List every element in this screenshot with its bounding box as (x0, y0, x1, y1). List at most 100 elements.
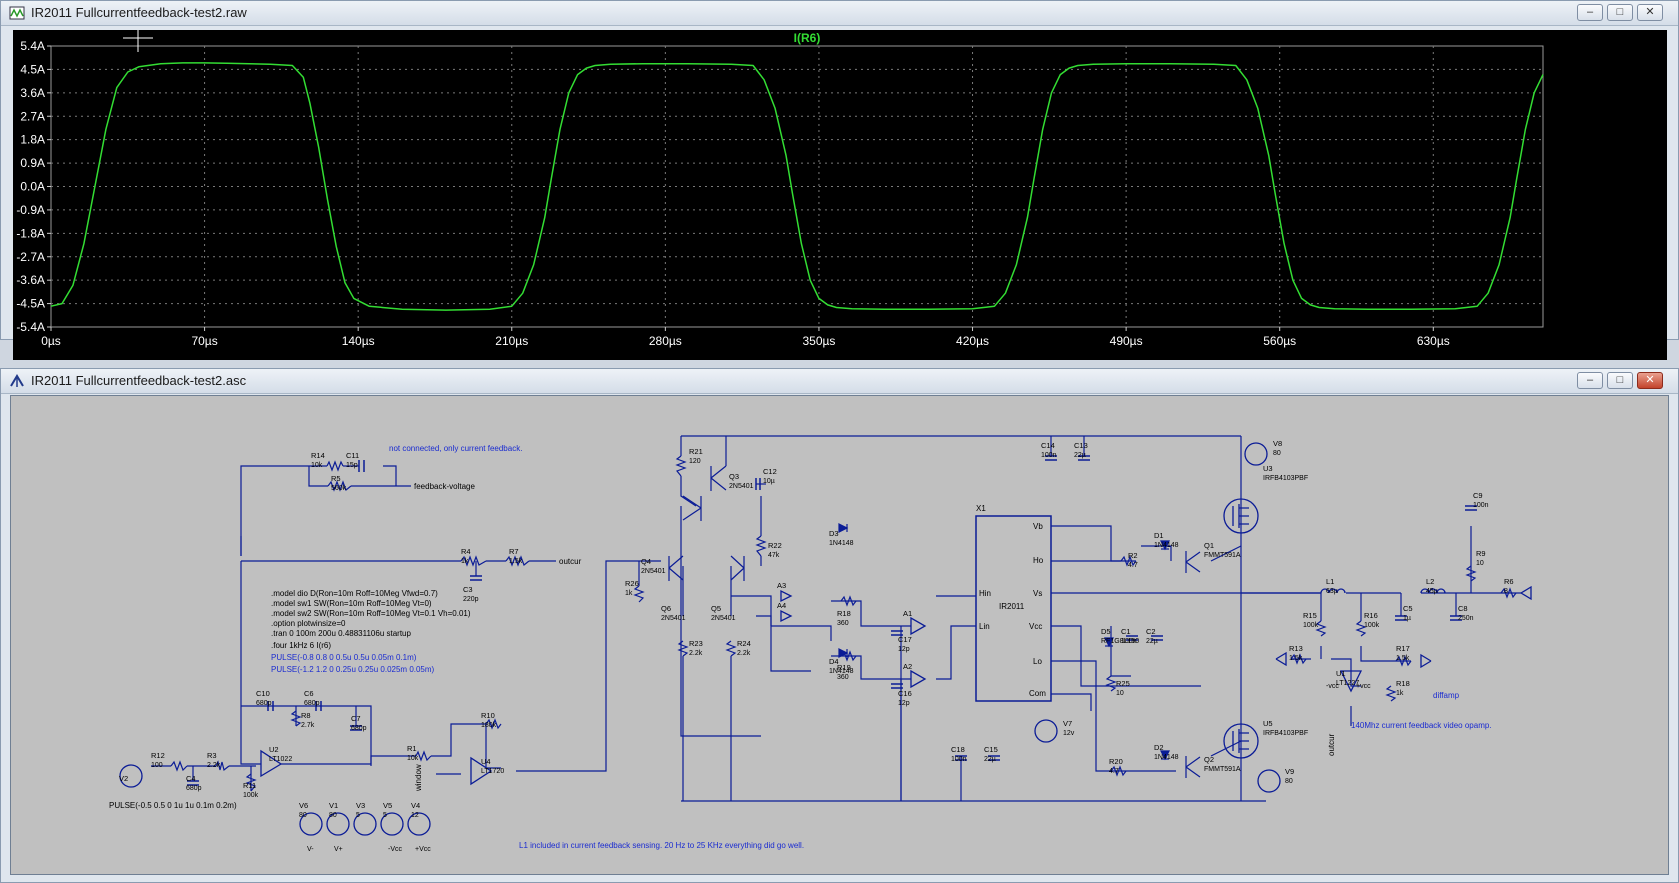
component-ref-c18[interactable]: C18 (951, 745, 965, 754)
component-value-u3[interactable]: IRFB4103PBF (1263, 475, 1308, 482)
component-ref-v9[interactable]: V9 (1285, 767, 1294, 776)
component-value-v3[interactable]: 5 (356, 812, 360, 819)
component-ref-r8[interactable]: R8 (301, 711, 311, 720)
component-value-c17[interactable]: 12p (898, 646, 910, 653)
component-ref-r13[interactable]: R13 (1289, 644, 1303, 653)
component-value-r6[interactable]: 8 (1504, 588, 1508, 595)
component-ref-c4[interactable]: C4 (186, 774, 196, 783)
component-value-d1[interactable]: 1N4148 (1154, 542, 1179, 549)
component-ref-r20[interactable]: R20 (1109, 757, 1123, 766)
component-ref-c8[interactable]: C8 (1458, 604, 1468, 613)
component-ref-c14[interactable]: C14 (1041, 441, 1055, 450)
component-ref-a1[interactable]: A1 (903, 609, 912, 618)
component-value-v5[interactable]: 5 (383, 812, 387, 819)
component-value-v4[interactable]: 12 (411, 812, 419, 819)
component-value-d3[interactable]: 1N4148 (829, 540, 854, 547)
component-value-r13[interactable]: 1.5k (1289, 655, 1303, 662)
component-ref-c11[interactable]: C11 (346, 451, 359, 460)
waveform-titlebar[interactable]: IR2011 Fullcurrentfeedback-test2.raw – □… (1, 1, 1678, 26)
component-value-c6[interactable]: 680p (304, 700, 320, 707)
component-ref-v6[interactable]: V6 (299, 801, 308, 810)
component-ref-c7[interactable]: C7 (351, 714, 361, 723)
component-value-r14[interactable]: 10k (311, 462, 323, 469)
component-value-r19[interactable]: 360 (837, 674, 849, 681)
component-value-c2[interactable]: 22µ (1146, 638, 1158, 645)
component-value-v8[interactable]: 80 (1273, 450, 1281, 457)
component-value-r10[interactable]: 180k (481, 722, 497, 729)
component-ref-c10[interactable]: C10 (256, 689, 270, 698)
component-ref-v8[interactable]: V8 (1273, 439, 1282, 448)
component-ref-r11[interactable]: R11 (243, 781, 256, 790)
component-ref-r22[interactable]: R22 (768, 541, 782, 550)
component-ref-q1[interactable]: Q1 (1204, 541, 1214, 550)
component-ref-r25[interactable]: R25 (1116, 679, 1130, 688)
schematic-maximize-button[interactable]: □ (1607, 372, 1633, 389)
waveform-plot[interactable]: 5.4A4.5A3.6A2.7A1.8A0.9A0.0A-0.9A-1.8A-2… (13, 24, 1667, 360)
waveform-close-button[interactable]: ✕ (1637, 4, 1663, 21)
component-value-c16[interactable]: 12p (898, 700, 910, 707)
component-ref-r15[interactable]: R15 (1303, 611, 1317, 620)
component-ref-q4[interactable]: Q4 (641, 557, 651, 566)
component-ref-c6[interactable]: C6 (304, 689, 314, 698)
component-ref-r17[interactable]: R17 (1396, 644, 1410, 653)
component-ref-c3[interactable]: C3 (463, 585, 473, 594)
component-value-c5[interactable]: 1µ (1403, 615, 1411, 622)
component-ref-r18[interactable]: R18 (837, 609, 851, 618)
component-ref-u2[interactable]: U2 (269, 745, 279, 754)
schematic-minimize-button[interactable]: – (1577, 372, 1603, 389)
component-ref-d2[interactable]: D2 (1154, 743, 1164, 752)
component-ref-r14[interactable]: R14 (311, 451, 325, 460)
component-ref-r6[interactable]: R6 (1504, 577, 1514, 586)
component-value-r25[interactable]: 10 (1116, 690, 1124, 697)
component-value-d5[interactable]: RF1G8L150 (1101, 638, 1139, 645)
component-value-c9[interactable]: 100n (1473, 502, 1489, 509)
component-value-v7[interactable]: 12v (1063, 730, 1075, 737)
component-ref-l1[interactable]: L1 (1326, 577, 1334, 586)
component-ref-c9[interactable]: C9 (1473, 491, 1483, 500)
waveform-maximize-button[interactable]: □ (1607, 4, 1633, 21)
component-ref-v5[interactable]: V5 (383, 801, 392, 810)
component-value-r11[interactable]: 100k (243, 792, 259, 799)
component-value-r20[interactable]: 4.7 (1109, 768, 1119, 775)
component-ref-c13[interactable]: C13 (1074, 441, 1088, 450)
component-value-c7[interactable]: 680p (351, 725, 367, 732)
component-ref-r16[interactable]: R16 (1364, 611, 1378, 620)
component-value-u1[interactable]: LT1227 (1336, 680, 1359, 687)
component-value-q6[interactable]: 2N5401 (661, 615, 686, 622)
component-ref-d5[interactable]: D5 (1101, 627, 1111, 636)
component-value-r17[interactable]: 1.5k (1396, 655, 1410, 662)
component-ref-r2[interactable]: R2 (1128, 551, 1138, 560)
component-ref-v4[interactable]: V4 (411, 801, 420, 810)
component-value-q5[interactable]: 2N5401 (711, 615, 736, 622)
component-value-l2[interactable]: 45µ (1426, 588, 1438, 595)
component-ref-r4[interactable]: R4 (461, 547, 471, 556)
component-ref-r26[interactable]: R26 (625, 579, 639, 588)
waveform-minimize-button[interactable]: – (1577, 4, 1603, 21)
component-value-l1[interactable]: 63µ (1326, 588, 1338, 595)
component-ref-v3[interactable]: V3 (356, 801, 365, 810)
component-value-r21[interactable]: 120 (689, 458, 701, 465)
component-value-r18[interactable]: 360 (837, 620, 849, 627)
component-ref-c15[interactable]: C15 (984, 745, 998, 754)
component-ref-r23[interactable]: R23 (689, 639, 703, 648)
component-value-d2[interactable]: 1N4148 (1154, 754, 1179, 761)
component-value-u5[interactable]: IRFB4103PBF (1263, 730, 1308, 737)
component-ref-r9[interactable]: R9 (1476, 549, 1486, 558)
component-ref-r7[interactable]: R7 (509, 547, 519, 556)
component-value-c18[interactable]: 100n (951, 756, 967, 763)
component-value-v1[interactable]: 80 (329, 812, 337, 819)
component-value-r9[interactable]: 10 (1476, 560, 1484, 567)
component-value-v9[interactable]: 80 (1285, 778, 1293, 785)
component-value-r5[interactable]: 560k (331, 485, 347, 492)
component-value-c1[interactable]: 100n (1121, 638, 1137, 645)
component-ref-q5[interactable]: Q5 (711, 604, 721, 613)
component-ref-c17[interactable]: C17 (898, 635, 912, 644)
component-value-q3[interactable]: 2N5401 (729, 483, 754, 490)
component-ref-c12[interactable]: C12 (763, 467, 777, 476)
component-value-u2[interactable]: LT1022 (269, 756, 292, 763)
component-ref-r12[interactable]: R12 (151, 751, 165, 760)
component-value-q4[interactable]: 2N5401 (641, 568, 666, 575)
component-ref-c16[interactable]: C16 (898, 689, 912, 698)
component-value-r8[interactable]: 2.7k (301, 722, 315, 729)
